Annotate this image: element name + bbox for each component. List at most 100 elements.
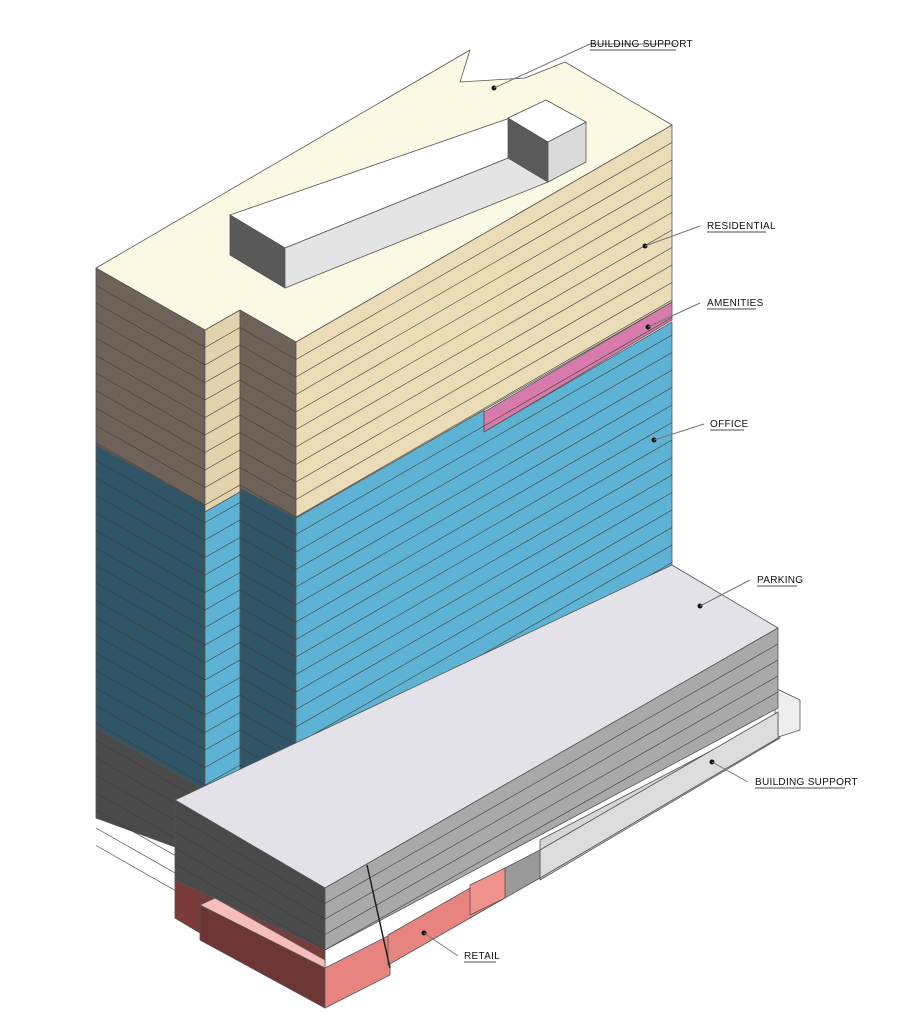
floor-line <box>95 740 206 803</box>
section-cut-line <box>366 864 391 969</box>
floor-line <box>95 372 206 436</box>
floor-line <box>95 320 206 383</box>
floor-line <box>204 589 241 611</box>
floor-line <box>174 831 326 920</box>
floor-line <box>95 442 206 506</box>
floor-line <box>295 527 673 745</box>
floor-line <box>204 344 241 366</box>
retail-base <box>174 867 506 1009</box>
floor-line <box>204 677 241 698</box>
floor-line <box>295 142 673 360</box>
floor-line <box>95 600 206 663</box>
floor-line <box>295 212 673 430</box>
floor-line <box>204 414 241 436</box>
floor-line <box>239 467 297 500</box>
floor-line <box>239 624 297 658</box>
tower-left-faces <box>95 267 297 859</box>
floor-line <box>295 177 673 395</box>
floor-line <box>204 327 241 348</box>
floor-line <box>239 694 297 728</box>
floor-line <box>295 194 673 413</box>
floor-line <box>295 317 673 535</box>
floor-line <box>239 502 297 535</box>
label-amenities: AMENITIES <box>645 298 764 330</box>
floor-line <box>239 572 297 605</box>
floor-line <box>95 512 206 576</box>
floor-line <box>295 439 673 658</box>
floor-line <box>239 677 297 710</box>
floor-line <box>95 407 206 471</box>
floor-line <box>95 547 206 611</box>
floor-line <box>295 334 673 553</box>
floor-line <box>324 659 779 920</box>
floor-line <box>239 554 297 588</box>
label-building-support-bottom: BUILDING SUPPORT <box>709 759 858 789</box>
floor-line <box>204 449 241 471</box>
floor-line <box>95 705 206 768</box>
floor-line <box>324 675 779 935</box>
floor-line <box>95 337 206 401</box>
floor-line <box>324 643 779 904</box>
floor-line <box>204 502 241 523</box>
label-retail: RETAIL <box>421 930 500 963</box>
floor-line <box>95 617 206 681</box>
floor-line <box>239 642 297 675</box>
floor-line <box>95 477 206 541</box>
floor-line <box>174 863 326 951</box>
svg-text:PARKING: PARKING <box>757 575 803 586</box>
floor-line <box>174 847 326 935</box>
svg-text:RETAIL: RETAIL <box>464 951 500 962</box>
floor-line <box>239 379 297 413</box>
floor-line <box>239 449 297 483</box>
floor-line <box>239 659 297 693</box>
floor-line <box>204 484 241 506</box>
floor-line <box>95 635 206 698</box>
floor-line <box>295 457 673 675</box>
svg-text:BUILDING SUPPORT: BUILDING SUPPORT <box>755 777 858 788</box>
floor-line <box>295 264 673 483</box>
floor-line <box>204 467 241 488</box>
floor-line <box>239 327 297 360</box>
floor-line <box>295 492 673 710</box>
floor-line <box>295 159 673 378</box>
floor-line <box>95 495 206 558</box>
floor-line <box>95 355 206 418</box>
floor-line <box>95 285 206 348</box>
floor-line <box>295 509 673 728</box>
label-building-support-top: BUILDING SUPPORT <box>491 39 693 91</box>
floor-line <box>95 425 206 488</box>
floor-line <box>95 670 206 733</box>
floor-line <box>295 229 673 448</box>
floor-line <box>95 582 206 646</box>
floor-line <box>95 390 206 453</box>
parking-podium <box>174 564 779 951</box>
rooftop-mechanical-volume <box>229 99 587 289</box>
floor-line <box>239 362 297 395</box>
floor-line <box>295 369 673 588</box>
floor-line <box>204 712 241 733</box>
floor-line <box>239 519 297 553</box>
floor-line <box>204 362 241 383</box>
parking-floor-lines <box>174 643 779 951</box>
floor-line <box>295 352 673 570</box>
floor-line <box>204 432 241 453</box>
floor-line <box>204 624 241 646</box>
label-parking: PARKING <box>697 575 803 609</box>
floor-line <box>295 404 673 623</box>
svg-text:RESIDENTIAL: RESIDENTIAL <box>707 221 776 232</box>
floor-line <box>95 652 206 716</box>
floor-line <box>239 589 297 623</box>
floor-line <box>324 691 779 951</box>
floor-line <box>95 530 206 593</box>
floor-line <box>204 694 241 716</box>
floor-line <box>239 432 297 465</box>
floor-line <box>204 747 241 768</box>
floor-line <box>295 422 673 640</box>
floor-line <box>204 537 241 558</box>
floor-line <box>204 659 241 681</box>
floor-line <box>239 484 297 518</box>
floor-line <box>204 519 241 541</box>
svg-text:AMENITIES: AMENITIES <box>707 298 764 309</box>
floor-line <box>204 642 241 663</box>
